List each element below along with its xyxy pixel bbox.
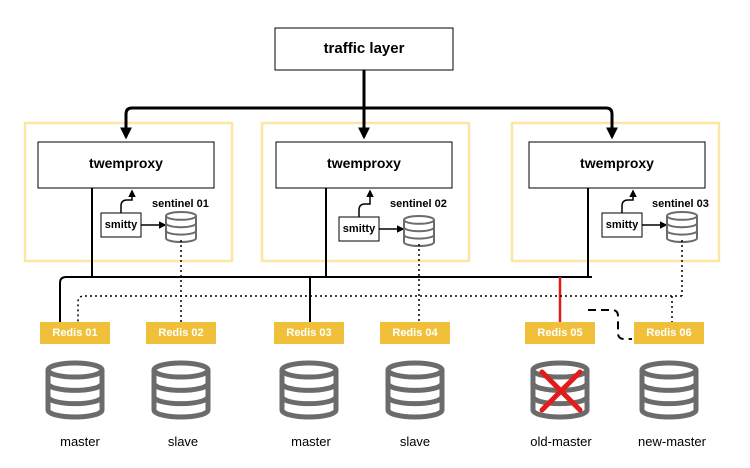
twemproxy-box-2	[275, 141, 453, 189]
redis-label-3: Redis 03	[286, 327, 332, 339]
redis-label-2: Redis 02	[158, 327, 204, 339]
redis-label-6: Redis 06	[646, 327, 692, 339]
sentinel-label-1: sentinel 01	[152, 198, 209, 210]
smitty-box-1	[100, 212, 142, 238]
sentinel-label-3: sentinel 03	[652, 198, 709, 210]
redis-db-icon-1	[45, 360, 105, 420]
proxy-group-3	[510, 121, 721, 263]
smitty-label-2: smitty	[342, 223, 376, 235]
sentinel-monitor-links	[77, 240, 683, 322]
redis-label-bg-5	[525, 322, 595, 344]
sentinel-db-icon-2	[403, 215, 435, 247]
failed-x-icon	[539, 369, 583, 413]
sentinel-db-icon-3	[666, 211, 698, 243]
redis-icons	[45, 360, 699, 420]
traffic-layer-box	[274, 27, 454, 71]
smitty-to-twemproxy-arrows	[120, 189, 637, 217]
smitty-to-sentinel-arrows	[141, 221, 668, 233]
redis-label-bg-3	[274, 322, 344, 344]
redis-role-3: master	[291, 434, 331, 449]
redis-label-4: Redis 04	[392, 327, 438, 339]
twemproxy-label-3: twemproxy	[580, 155, 654, 171]
redis-role-4: slave	[399, 434, 431, 449]
traffic-distribution-arrows	[120, 70, 618, 140]
smitty-label-1: smitty	[104, 219, 138, 231]
redis-role-1: master	[60, 434, 100, 449]
twemproxy-box-1	[37, 141, 215, 189]
redis-label-bg-1	[40, 322, 110, 344]
redis-label-5: Redis 05	[537, 327, 583, 339]
twemproxy-label-1: twemproxy	[89, 155, 163, 171]
redis-label-bg-6	[634, 322, 704, 344]
smitty-label-3: smitty	[605, 219, 639, 231]
traffic-layer-label: traffic layer	[323, 40, 405, 57]
sentinel-label-2: sentinel 02	[390, 198, 447, 210]
redis-db-icon-3	[279, 360, 339, 420]
replication-link	[588, 309, 632, 340]
redis-label-bg-4	[380, 322, 450, 344]
redis-db-icon-2	[151, 360, 211, 420]
redis-label-bg-2	[146, 322, 216, 344]
proxy-group-1	[23, 121, 234, 263]
redis-label-backgrounds	[40, 322, 704, 344]
twemproxy-redis-links	[59, 188, 592, 322]
twemproxy-label-2: twemproxy	[327, 155, 401, 171]
redis-db-icon-4	[385, 360, 445, 420]
redis-role-6: new-master	[638, 434, 706, 449]
redis-role-2: slave	[167, 434, 199, 449]
redis-db-icon-6	[639, 360, 699, 420]
smitty-box-3	[601, 212, 643, 238]
redis-label-1: Redis 01	[52, 327, 98, 339]
redis-role-5: old-master	[530, 434, 592, 449]
twemproxy-box-3	[528, 141, 706, 189]
sentinel-db-icon-1	[165, 211, 197, 243]
smitty-box-2	[338, 216, 380, 242]
